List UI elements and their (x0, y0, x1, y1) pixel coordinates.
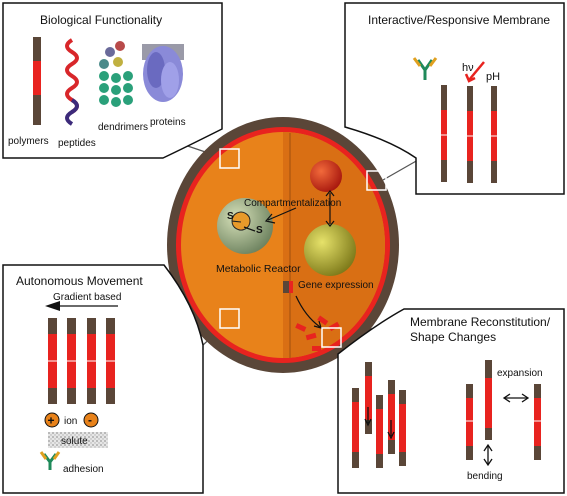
movement-strands (48, 318, 115, 404)
gene-expression-label: Gene expression (298, 280, 374, 291)
panel-membrane: Interactive/Responsive Membrane hν pH (344, 2, 565, 195)
adhesion-antibody-icon (39, 451, 61, 470)
label-polymers: polymers (8, 136, 49, 147)
metabolic-reactor: S S Metabolic Reactor (216, 198, 301, 275)
label-peptides: peptides (58, 138, 96, 149)
yellow-compartment (304, 224, 356, 276)
panel-reconstitution-title-2: Shape Changes (410, 330, 496, 344)
panel-biological-title: Biological Functionality (40, 13, 162, 27)
ion-minus-icon: - (83, 412, 99, 428)
ion-label: ion (64, 416, 77, 427)
label-hv: hν (462, 62, 474, 74)
label-proteins: proteins (150, 117, 186, 128)
svg-text:-: - (88, 413, 92, 427)
reconstitution-strands-left (352, 362, 406, 468)
compartmentalization-label: Compartmentalization (244, 198, 341, 209)
antibody-icon (412, 57, 438, 80)
polymer-strand (33, 37, 41, 125)
protein-icon (142, 44, 184, 102)
substrate-label-2: S (256, 225, 263, 236)
label-ph: pH (486, 71, 500, 83)
dendrimer-icon (99, 41, 133, 107)
svg-text:+: + (48, 414, 55, 428)
panel-membrane-title: Interactive/Responsive Membrane (368, 13, 550, 27)
light-arrow-icon (468, 61, 485, 81)
red-compartment (310, 160, 342, 192)
gradient-label: Gradient based (53, 292, 121, 303)
panel-reconstitution-title-1: Membrane Reconstitution/ (410, 315, 551, 329)
bending-arrow-icon (483, 443, 493, 467)
gene-expression-fragments (283, 281, 340, 351)
solute-label: solute (61, 436, 88, 447)
reconstitution-strands-right (466, 360, 541, 460)
membrane-strand-1 (441, 85, 447, 182)
adhesion-label: adhesion (63, 464, 104, 475)
label-dendrimers: dendrimers (98, 122, 148, 133)
panel-movement-title: Autonomous Movement (16, 274, 143, 288)
membrane-strand-3 (491, 86, 497, 183)
membrane-strand-2 (467, 86, 473, 183)
expansion-label: expansion (497, 368, 543, 379)
compartment-arrows (264, 190, 335, 227)
zoom-markers (219, 148, 387, 348)
panel-movement: Autonomous Movement Gradient based + ion… (2, 264, 204, 494)
panel-biological: Biological Functionality (2, 2, 223, 159)
bending-label: bending (467, 471, 503, 482)
metabolic-reactor-label: Metabolic Reactor (216, 263, 301, 275)
solute-pattern (48, 432, 108, 448)
panel-reconstitution: Membrane Reconstitution/ Shape Changes e… (337, 308, 565, 494)
expansion-arrow-icon (502, 393, 530, 403)
ion-plus-icon: + (44, 412, 60, 428)
substrate-label-1: S (227, 211, 234, 222)
